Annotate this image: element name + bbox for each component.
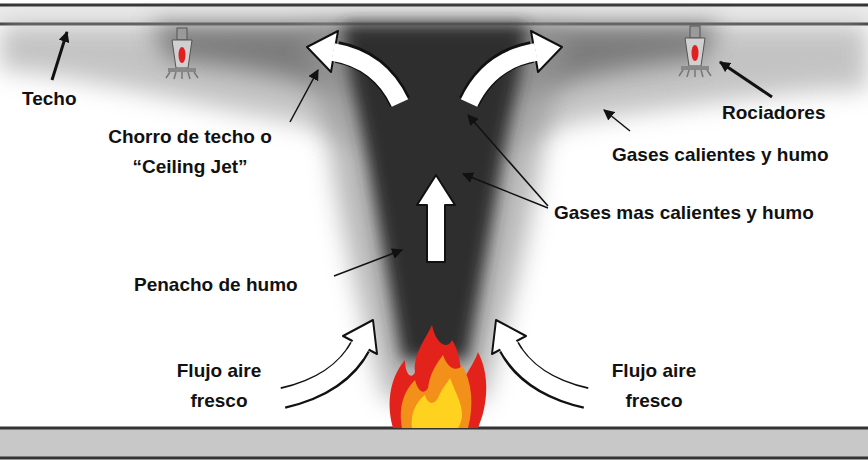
sprinkler-symbol: [166, 28, 198, 79]
ceiling-jet-arrow-body: [333, 52, 400, 103]
inflow-arrow-body: [282, 343, 362, 398]
sprinkler-neck: [177, 28, 187, 40]
fire: [390, 325, 487, 428]
sprinkler-deflector: [168, 68, 196, 72]
inflow-arrow-body: [507, 343, 587, 398]
ceiling: [0, 5, 868, 24]
floor: [0, 428, 868, 458]
leader-line: [463, 174, 548, 208]
callout-label: Gases calientes y humo: [612, 140, 829, 170]
floor-slab: [0, 428, 868, 458]
updraft-arrow: [417, 175, 455, 262]
callout-label: Penacho de humo: [134, 270, 298, 300]
sprinkler-frame: [685, 38, 705, 66]
callout-label: Flujo aire fresco: [163, 356, 275, 416]
sprinkler-tines: [679, 70, 711, 77]
sprinkler-neck: [690, 26, 700, 38]
leader-line: [604, 110, 630, 131]
leader-line: [52, 32, 67, 80]
leader-line: [290, 70, 318, 122]
ceiling-slab: [0, 5, 868, 24]
leader-line: [720, 62, 772, 97]
ceiling-edge: [0, 4, 868, 7]
flow-arrows: [282, 31, 587, 398]
sprinkler-deflector: [681, 66, 709, 70]
flame-red: [390, 325, 487, 428]
flame-yellow: [412, 378, 462, 428]
ceiling-jet-arrow-body: [469, 52, 536, 103]
callout-label: Chorro de techo o “Ceiling Jet”: [82, 122, 298, 182]
sprinkler-bulb: [179, 47, 186, 63]
sprinkler-tines: [166, 72, 198, 79]
floor-edge: [0, 457, 868, 460]
sprinkler-bulb: [692, 45, 699, 61]
flame-orange: [401, 355, 472, 428]
callout-label: Gases mas calientes y humo: [554, 198, 814, 228]
sprinkler-frame: [172, 40, 192, 68]
callout-label: Techo: [22, 84, 77, 114]
leader-line: [334, 250, 402, 276]
sprinkler-symbol: [679, 26, 711, 77]
callout-label: Rociadores: [722, 98, 825, 128]
callout-label: Flujo aire fresco: [598, 356, 710, 416]
